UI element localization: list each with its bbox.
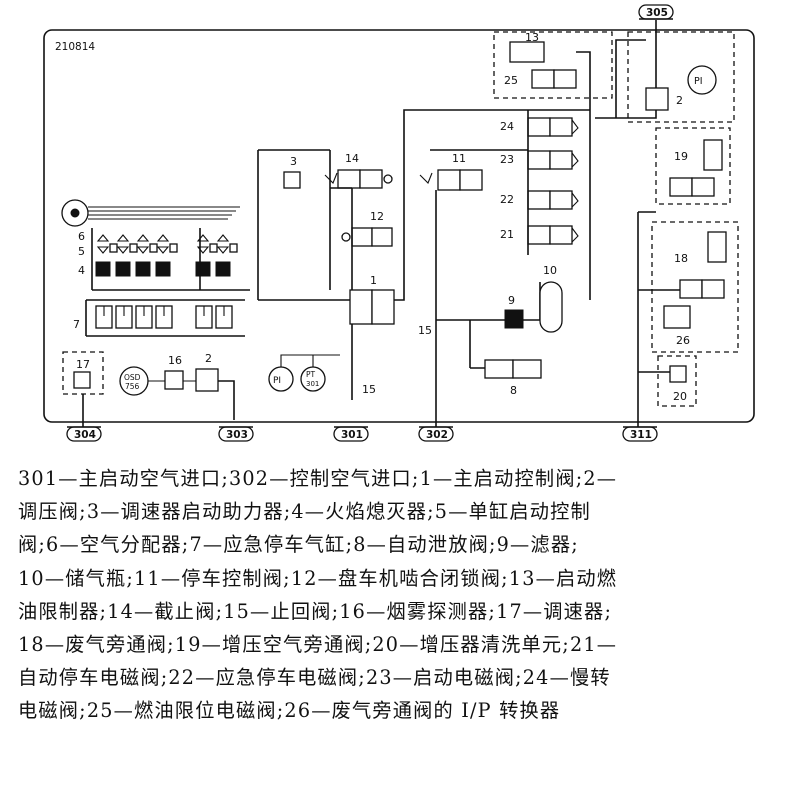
stop-cylinder <box>155 305 173 329</box>
svg-text:2: 2 <box>205 352 212 365</box>
svg-text:304: 304 <box>74 429 96 441</box>
caption-line: 18—废气旁通阀;19—增压空气旁通阀;20—增压器清洗单元;21— <box>18 632 618 656</box>
start-valve-unit <box>135 234 158 277</box>
gauges: PI PT 301 15 <box>268 354 376 396</box>
svg-text:15: 15 <box>418 324 432 337</box>
svg-text:23: 23 <box>500 153 514 166</box>
port-301: 301 <box>333 426 369 442</box>
start-valve-bank: 5 4 <box>78 228 250 291</box>
svg-text:8: 8 <box>510 384 517 397</box>
svg-text:OSD: OSD <box>124 373 141 382</box>
pneumatic-system-diagram: 210814 6 5 4 7 3 14 12 1 <box>43 4 755 442</box>
svg-text:17: 17 <box>76 358 90 371</box>
svg-text:15: 15 <box>362 383 376 396</box>
svg-text:302: 302 <box>426 429 448 441</box>
svg-text:11: 11 <box>452 152 466 165</box>
start-valve-unit <box>155 234 178 277</box>
svg-text:1: 1 <box>370 274 377 287</box>
svg-text:311: 311 <box>630 429 652 441</box>
svg-text:19: 19 <box>674 150 688 163</box>
svg-text:301: 301 <box>341 429 363 441</box>
charge-air-bypass-valve: 19 <box>655 127 731 205</box>
caption-line: 电磁阀;25—燃油限位电磁阀;26—废气旁通阀的 I/P 转换器 <box>18 699 561 723</box>
svg-text:301: 301 <box>306 380 319 388</box>
solenoid-valves: 24 23 22 21 <box>430 110 591 300</box>
caption-line: 10—储气瓶;11—停车控制阀;12—盘车机啮合闭锁阀;13—启动燃 <box>18 566 618 590</box>
svg-text:756: 756 <box>125 382 140 391</box>
svg-text:16: 16 <box>168 354 182 367</box>
svg-text:21: 21 <box>500 228 514 241</box>
start-valve-unit <box>195 234 218 277</box>
svg-text:20: 20 <box>673 390 687 403</box>
port-303: 303 <box>218 426 254 442</box>
auto-drain-valve: 8 <box>484 359 542 397</box>
svg-text:26: 26 <box>676 334 690 347</box>
stop-cylinder <box>95 305 113 329</box>
svg-text:18: 18 <box>674 252 688 265</box>
turbocharger-washing-unit: 20 <box>657 355 697 407</box>
filter: 9 <box>504 294 524 329</box>
svg-text:12: 12 <box>370 210 384 223</box>
fuel-limiter-group: 13 25 <box>493 31 613 110</box>
stop-cylinder <box>215 305 233 329</box>
caption-line: 调压阀;3—调速器启动助力器;4—火焰熄灭器;5—单缸启动控制 <box>18 500 591 524</box>
solenoid-valve <box>527 190 579 210</box>
control-air-line: 15 <box>418 282 541 428</box>
solenoid-valve <box>527 225 579 245</box>
svg-text:14: 14 <box>345 152 359 165</box>
governor-start-booster: 3 <box>283 155 301 189</box>
exhaust-bypass-valve: 18 26 <box>651 221 739 353</box>
svg-text:PI: PI <box>694 76 703 87</box>
solenoid-valve <box>527 150 579 170</box>
svg-text:10: 10 <box>543 264 557 277</box>
caption-line: 自动停车电磁阀;22—应急停车电磁阀;23—启动电磁阀;24—慢转 <box>18 666 611 690</box>
svg-text:2: 2 <box>676 94 683 107</box>
svg-text:7: 7 <box>73 318 80 331</box>
caption-line: 油限制器;14—截止阀;15—止回阀;16—烟雾探测器;17—调速器; <box>18 599 613 623</box>
svg-text:13: 13 <box>525 31 539 44</box>
figure-id: 210814 <box>55 41 95 53</box>
svg-text:4: 4 <box>78 264 85 277</box>
svg-text:5: 5 <box>78 245 85 258</box>
svg-text:22: 22 <box>500 193 514 206</box>
caption-line: 阀;6—空气分配器;7—应急停车气缸;8—自动泄放阀;9—滤器; <box>18 533 579 557</box>
air-distributor: 6 <box>61 199 240 243</box>
port-302: 302 <box>418 426 454 442</box>
svg-text:6: 6 <box>78 230 85 243</box>
emergency-stop-cylinders: 7 <box>73 299 245 337</box>
air-receiver: 10 <box>539 264 563 333</box>
svg-text:303: 303 <box>226 429 248 441</box>
solenoid-valve <box>527 117 579 137</box>
svg-text:3: 3 <box>290 155 297 168</box>
svg-text:PI: PI <box>273 376 281 386</box>
start-valve-unit <box>215 234 238 277</box>
stop-cylinder <box>135 305 153 329</box>
main-start-control-valve: 1 <box>349 274 395 325</box>
shutdown-control-valve: 11 <box>419 152 483 191</box>
port-311: 311 <box>622 426 658 442</box>
svg-text:25: 25 <box>504 74 518 87</box>
pressure-regulator-left: 2 <box>195 352 235 420</box>
stop-valve: 14 <box>324 152 393 189</box>
port-304: 304 <box>66 426 102 442</box>
governor: 17 <box>62 351 104 428</box>
caption-line: 301—主启动空气进口;302—控制空气进口;1—主启动控制阀;2— <box>18 467 618 490</box>
stop-cylinder <box>115 305 133 329</box>
pressure-regulator-right: 2 PI <box>595 20 735 123</box>
turning-gear-blocking-valve: 12 <box>341 210 393 247</box>
smoke-detector: OSD 756 16 <box>119 354 196 396</box>
start-valve-unit <box>115 234 138 277</box>
start-valve-unit <box>95 234 118 277</box>
figure-caption: 301—主启动空气进口;302—控制空气进口;1—主启动控制阀;2— 调压阀;3—… <box>18 462 788 728</box>
svg-text:9: 9 <box>508 294 515 307</box>
port-305: 305 <box>638 4 674 20</box>
svg-text:PT: PT <box>306 370 316 379</box>
svg-text:24: 24 <box>500 120 514 133</box>
system-boundary <box>43 29 755 423</box>
stop-cylinder <box>195 305 213 329</box>
svg-text:305: 305 <box>646 7 668 19</box>
